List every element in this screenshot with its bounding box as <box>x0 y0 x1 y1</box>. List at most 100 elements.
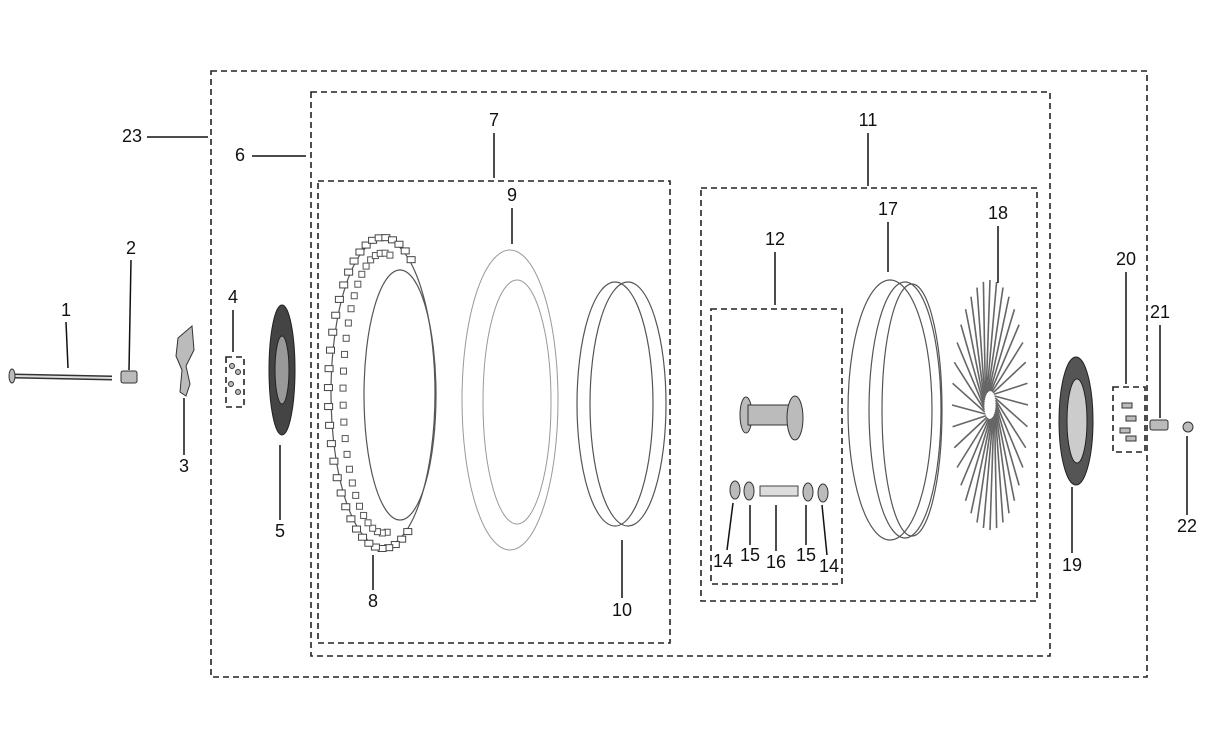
tire-knob <box>358 533 368 541</box>
tire-knob <box>339 401 347 409</box>
spoke <box>994 411 1004 523</box>
tire-knob <box>358 270 366 278</box>
tire-knob <box>367 256 375 264</box>
spoke <box>956 342 985 408</box>
spoke <box>952 382 986 413</box>
callout-label-11: 11 <box>859 110 878 130</box>
rim-part <box>847 279 943 541</box>
spokes-part <box>951 279 1029 531</box>
leader-line-2 <box>128 259 132 371</box>
callout-label-1: 1 <box>61 300 71 320</box>
tire-knob <box>370 543 380 551</box>
spoke <box>994 399 1027 449</box>
tire-knob <box>352 491 360 499</box>
spoke <box>956 417 989 468</box>
callout-label-6: 6 <box>235 145 245 165</box>
spoke <box>952 414 987 428</box>
callout-label-19: 19 <box>1062 555 1082 575</box>
sprocket-part <box>1058 356 1094 486</box>
spoke <box>985 279 991 395</box>
callout-label-5: 5 <box>275 521 285 541</box>
group-box-7 <box>317 180 671 644</box>
callout-label-14: 14 <box>819 556 839 576</box>
leader-line-1 <box>65 321 69 369</box>
tire-knob <box>324 365 334 373</box>
spoke <box>990 324 1020 392</box>
tire-knob <box>354 280 362 288</box>
tire-knob <box>343 450 351 458</box>
tire-knob <box>350 292 358 300</box>
bearing-left-part <box>729 480 755 501</box>
tire-knob <box>341 503 351 511</box>
spoke <box>982 417 994 529</box>
tire-knob <box>364 519 372 527</box>
sprocket-bolts-part <box>1119 402 1137 442</box>
tire-knob <box>364 539 374 547</box>
tire-knob <box>339 281 349 289</box>
tire-knob <box>340 418 348 426</box>
spoke <box>987 287 1004 392</box>
group-box-11 <box>700 187 1038 602</box>
hub-part <box>739 395 804 441</box>
tire-knob <box>334 295 344 303</box>
leader-line-14 <box>726 502 734 551</box>
spoke <box>991 342 1024 393</box>
tire-knob <box>332 474 342 482</box>
callout-label-18: 18 <box>988 203 1008 223</box>
brake-disc-part <box>268 304 296 436</box>
tire-knob <box>345 465 353 473</box>
tire-knob <box>347 305 355 313</box>
callout-label-23: 23 <box>122 126 142 146</box>
tire-knob <box>325 421 335 429</box>
spoke <box>953 416 988 449</box>
spoke <box>994 409 1010 514</box>
tire-knob <box>346 515 356 523</box>
tire-knob <box>339 367 347 375</box>
spoke <box>989 309 1016 392</box>
axle-sleeve-part <box>759 485 799 497</box>
tire-knob <box>326 440 336 448</box>
axle-nut-part <box>1182 421 1194 433</box>
group-box-4 <box>225 356 245 408</box>
tire-knob <box>387 236 397 244</box>
callout-label-12: 12 <box>765 229 785 249</box>
tire-knob <box>355 248 365 256</box>
callout-label-16: 16 <box>766 552 786 572</box>
callout-label-14: 14 <box>713 551 733 571</box>
tire-knob <box>355 502 363 510</box>
tire-knob <box>360 511 368 519</box>
spoke <box>953 361 986 411</box>
spoke <box>995 404 1020 486</box>
callout-label-20: 20 <box>1116 249 1136 269</box>
group-box-20 <box>1112 386 1146 453</box>
spoke <box>970 296 986 401</box>
tire-knob <box>344 268 354 276</box>
spoke <box>995 402 1024 468</box>
tire-knob <box>400 247 410 255</box>
tire-knob <box>329 457 339 465</box>
disc-bolts-part <box>228 363 241 395</box>
callout-label-15: 15 <box>740 545 760 565</box>
spoke <box>988 296 1010 392</box>
caliper-bracket-part <box>175 324 195 397</box>
spoke <box>993 413 998 529</box>
tire-knob <box>341 435 349 443</box>
spoke <box>951 404 986 415</box>
tire-knob <box>397 535 407 543</box>
spoke <box>964 418 991 501</box>
tire-part <box>323 234 437 553</box>
spoke <box>993 382 1028 396</box>
callout-label-10: 10 <box>612 600 632 620</box>
bearing-right-part <box>802 482 829 503</box>
group-box-12 <box>710 308 843 585</box>
tire-knob <box>352 525 362 533</box>
spoke <box>994 397 1028 428</box>
callout-label-15: 15 <box>796 545 816 565</box>
spoke <box>960 324 985 406</box>
spoke <box>970 418 992 514</box>
callout-label-4: 4 <box>228 287 238 307</box>
tire-knob <box>336 489 346 497</box>
tire-knob <box>341 350 349 358</box>
tire-knob <box>323 384 333 392</box>
tire-knob <box>328 328 338 336</box>
